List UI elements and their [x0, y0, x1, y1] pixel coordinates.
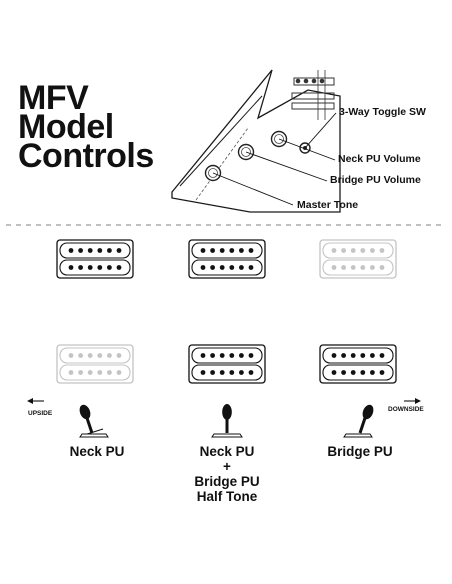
- arrow-left-icon: [27, 398, 44, 404]
- position-label-line: Bridge PU: [194, 474, 260, 489]
- callout-master-tone: Master Tone: [297, 199, 359, 211]
- bridge-pickup-active-icon: [188, 344, 266, 384]
- bridge-volume-leader-line: [245, 151, 328, 182]
- position-label-line: Neck PU: [69, 444, 125, 459]
- bridge-pickup-active-icon: [319, 344, 397, 384]
- guitar-pickguard-edge: [179, 95, 263, 187]
- position-label-neck: Neck PU: [70, 444, 125, 459]
- direction-label-up: UPSIDE: [28, 410, 53, 417]
- toggle-lever-up-icon: [79, 404, 109, 438]
- toggle-lever-middle-icon: [211, 404, 243, 438]
- title-line-3: Controls: [18, 137, 154, 175]
- arrow-right-icon: [404, 398, 421, 404]
- toggle-lever-down-icon: [343, 404, 374, 438]
- neck-pickup-inactive-icon: [319, 239, 397, 279]
- callout-toggle-switch: 3-Way Toggle SW: [339, 106, 426, 118]
- guitar-body-outline: [171, 69, 341, 213]
- callout-bridge-volume: Bridge PU Volume: [330, 174, 421, 186]
- position-label-line: Half Tone: [196, 489, 258, 504]
- callout-neck-volume: Neck PU Volume: [338, 153, 421, 165]
- direction-label-down: DOWNSIDE: [388, 406, 424, 413]
- master-tone-leader-line: [212, 172, 294, 206]
- toggle-leader-line: [304, 112, 337, 149]
- position-label-line: Bridge PU: [327, 444, 393, 459]
- neck-volume-leader-line: [278, 138, 336, 161]
- bridge-pickup-inactive-icon: [56, 344, 134, 384]
- title-line-1: MFV: [18, 79, 89, 117]
- neck-pickup-active-icon: [188, 239, 266, 279]
- title-line-2: Model: [18, 108, 114, 146]
- bridge-hardware-icon: [291, 70, 335, 120]
- position-label-line: Neck PU: [199, 444, 255, 459]
- diagram-title: MFV Model Controls: [18, 79, 154, 175]
- position-label-both: Neck PU + Bridge PU Half Tone: [194, 444, 259, 504]
- position-label-bridge: Bridge PU: [327, 444, 392, 459]
- neck-pickup-active-icon: [56, 239, 134, 279]
- position-label-line: +: [223, 459, 231, 474]
